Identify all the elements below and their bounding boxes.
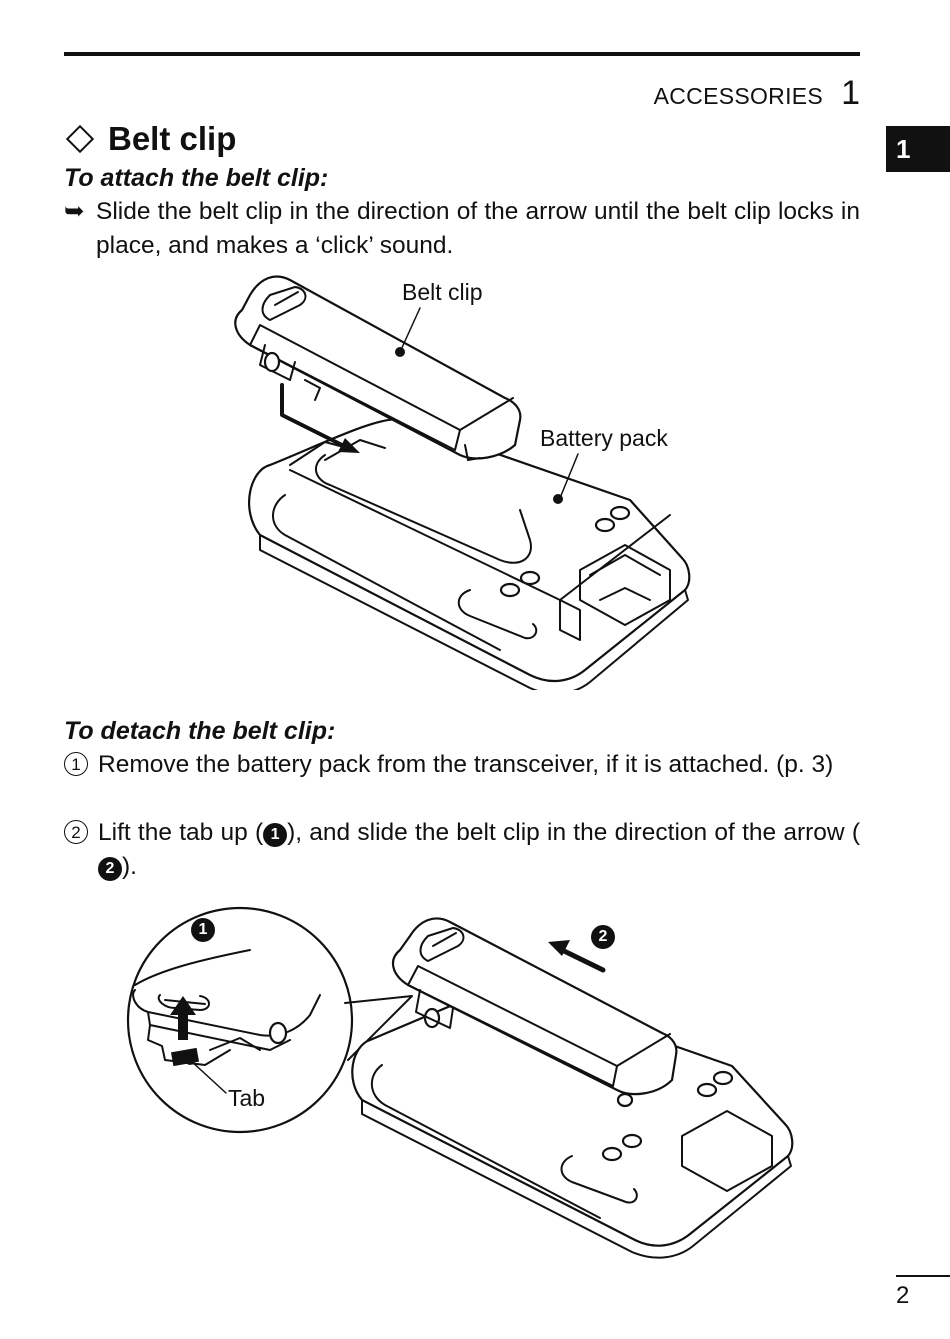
clip-on-pack-drawing bbox=[351, 917, 794, 1259]
belt-clip-drawing bbox=[234, 275, 522, 461]
ref-marker-2: 2 bbox=[98, 857, 122, 881]
page-number-rule bbox=[896, 1275, 950, 1277]
battery-pack-drawing bbox=[248, 418, 691, 690]
diamond-icon bbox=[65, 124, 95, 154]
arrow-bullet-icon: ➥ bbox=[64, 198, 85, 225]
page-number: 2 bbox=[896, 1282, 910, 1309]
step-2-text-b: ), and slide the belt clip in the direct… bbox=[287, 819, 860, 846]
detail-magnifier bbox=[126, 906, 413, 1134]
attach-instruction: ➥ Slide the belt clip in the direction o… bbox=[64, 195, 860, 263]
detach-step-2: 2 Lift the tab up (1), and slide the bel… bbox=[64, 816, 860, 884]
fig-marker-2: 2 bbox=[591, 925, 615, 949]
step-2-marker: 2 bbox=[64, 820, 88, 844]
detach-step-1: 1 Remove the battery pack from the trans… bbox=[64, 748, 860, 782]
slide-direction-arrow-icon bbox=[548, 940, 606, 973]
step-2-text-c: ). bbox=[122, 853, 137, 880]
step-1-marker: 1 bbox=[64, 752, 88, 776]
chapter-number: 1 bbox=[841, 74, 860, 112]
section-title-text: Belt clip bbox=[108, 120, 237, 157]
detach-heading: To detach the belt clip: bbox=[64, 717, 336, 745]
fig-marker-1: 1 bbox=[191, 918, 215, 942]
attach-heading: To attach the belt clip: bbox=[64, 164, 329, 192]
attach-illustration bbox=[234, 275, 691, 690]
leader-lines bbox=[395, 307, 579, 504]
detach-illustration bbox=[126, 906, 794, 1259]
section-name: ACCESSORIES bbox=[653, 83, 824, 109]
chapter-tab: 1 bbox=[886, 126, 950, 172]
belt-clip-label: Belt clip bbox=[402, 279, 483, 305]
section-title: Belt clip bbox=[64, 120, 236, 158]
battery-pack-label: Battery pack bbox=[540, 425, 668, 451]
slide-arrow-icon bbox=[280, 383, 360, 453]
tab-label: Tab bbox=[228, 1085, 266, 1111]
ref-marker-1: 1 bbox=[263, 823, 288, 847]
top-rule bbox=[64, 52, 860, 56]
running-header: ACCESSORIES 1 bbox=[654, 74, 860, 113]
step-2-text: Lift the tab up (1), and slide the belt … bbox=[98, 816, 860, 884]
attach-text: Slide the belt clip in the direction of … bbox=[96, 198, 860, 259]
step-1-text: Remove the battery pack from the transce… bbox=[98, 751, 834, 778]
step-2-text-a: Lift the tab up ( bbox=[98, 819, 264, 846]
